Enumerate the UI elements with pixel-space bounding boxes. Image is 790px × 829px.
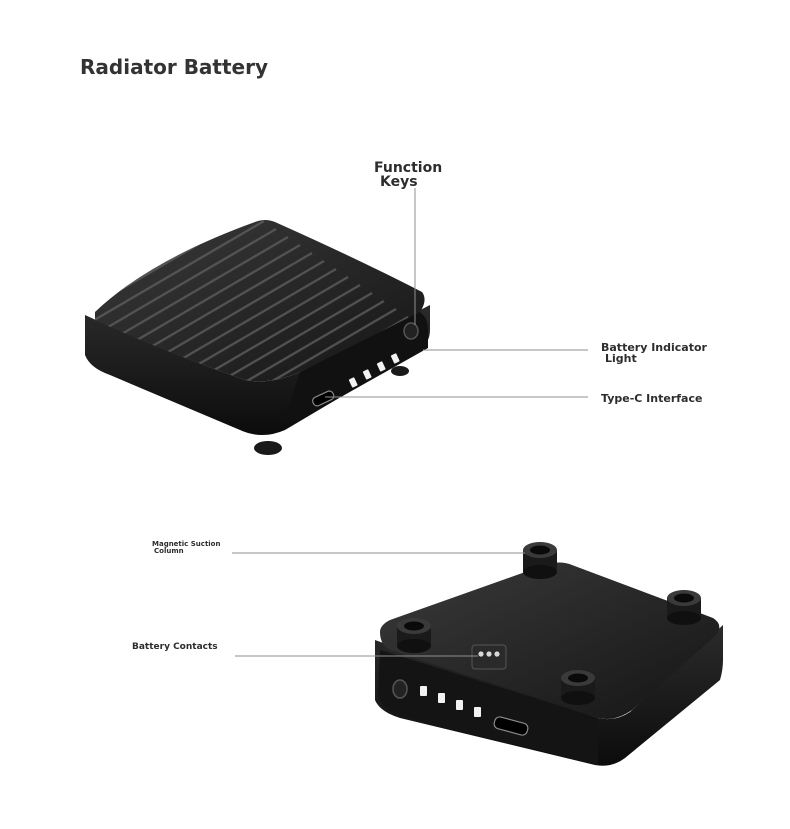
label-function-keys-line2: Keys: [380, 174, 418, 190]
label-magnetic-line1: Magnetic Suction: [152, 540, 221, 548]
callout-lines-bottom: [232, 552, 525, 657]
indicator-lights-2: [420, 686, 481, 717]
battery-bottom-view: [375, 542, 723, 766]
type-c-port: [312, 390, 335, 407]
label-function-keys-line1: Function: [374, 160, 443, 176]
indicator-lights: [348, 353, 400, 388]
function-key-2: [392, 679, 408, 699]
label-battery-indicator-line2: Light: [605, 352, 637, 365]
label-magnetic-column: Magnetic Suction Column: [152, 541, 220, 555]
label-magnetic-line2: Column: [154, 547, 184, 555]
label-battery-contacts: Battery Contacts: [132, 642, 218, 652]
label-type-c: Type-C Interface: [601, 392, 703, 405]
magnetic-columns: [397, 542, 701, 705]
front-panel-2: [378, 650, 598, 765]
page-title: Radiator Battery: [80, 55, 269, 79]
foot: [254, 441, 282, 455]
battery-bottom-face: [380, 562, 720, 719]
battery-contacts: [471, 644, 507, 670]
label-battery-indicator: Battery Indicator Light: [601, 342, 707, 364]
label-function-keys: Function Keys: [374, 161, 442, 189]
type-c-port-2: [493, 716, 529, 736]
foot: [391, 366, 409, 376]
function-key: [403, 322, 419, 340]
battery-top-view: [85, 220, 430, 455]
label-battery-indicator-line1: Battery Indicator: [601, 341, 707, 354]
callout-lines-top: [325, 188, 588, 398]
